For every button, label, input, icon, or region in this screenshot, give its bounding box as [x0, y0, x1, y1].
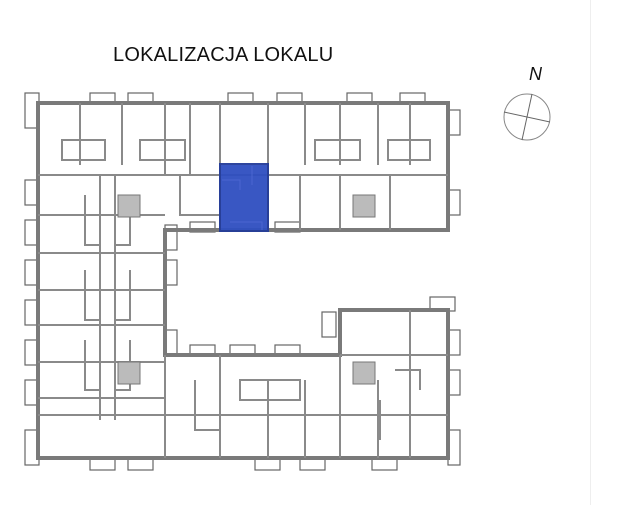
- page-divider: [590, 0, 591, 505]
- north-label: N: [529, 64, 542, 84]
- balconies: [24, 92, 461, 471]
- page-title: LOKALIZACJA LOKALU: [113, 44, 334, 66]
- compass-icon: [503, 93, 551, 141]
- highlighted-apartment[interactable]: [219, 163, 269, 232]
- interior-walls: [38, 103, 448, 458]
- staircases: [117, 194, 376, 385]
